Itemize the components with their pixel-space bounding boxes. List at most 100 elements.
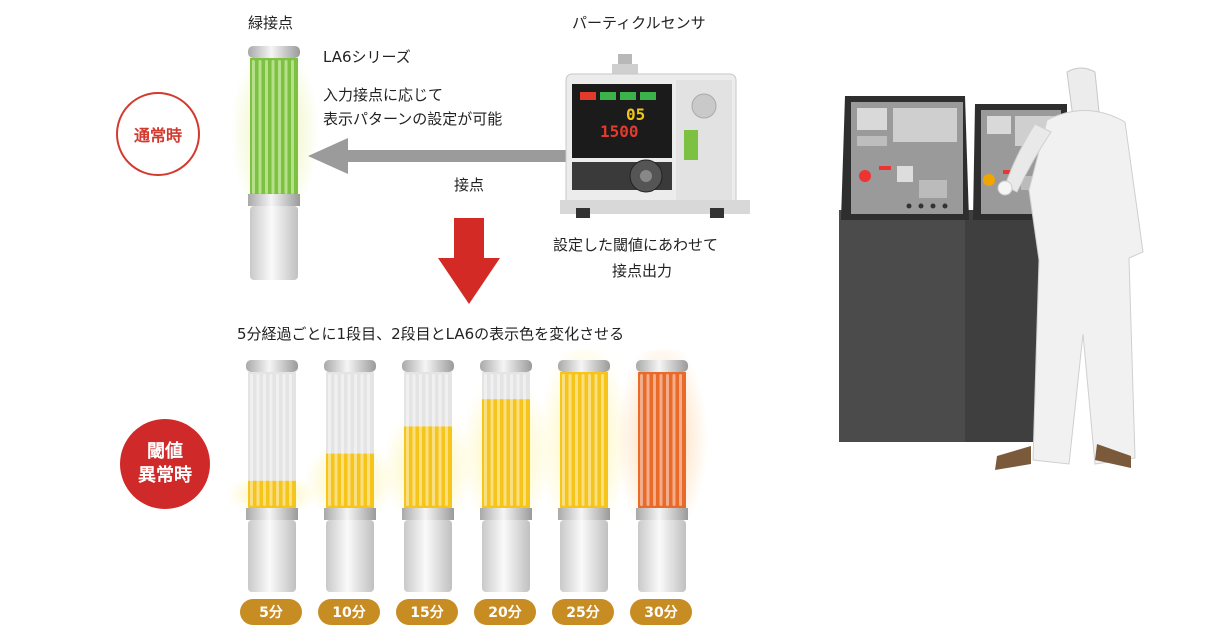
tower-stripe [425,374,429,506]
normal-state-badge: 通常時 [116,92,200,176]
sensor-display-line2: 1500 [600,122,639,141]
tower-stripe [360,374,364,506]
tower-stripe [601,374,604,506]
tower-lit-section [482,399,530,508]
tower-stripe [367,374,370,506]
tower-stripe [568,374,572,506]
tower-stripe [516,374,520,506]
tower-stripe [347,374,351,506]
tower-base-ring [324,508,376,520]
tower-pole [482,520,530,592]
green-tower-stripe [265,60,268,194]
tower-stripe [334,374,338,506]
tower-stripe [276,374,279,506]
contact-arrow-icon [308,138,570,174]
tower-stripe [354,374,357,506]
tower-stripe [328,374,331,506]
tower-lit-section [638,372,686,508]
tower-pole [248,520,296,592]
tower-lit-section [326,453,374,508]
tower-stripe [445,374,448,506]
tower-base-ring [480,508,532,520]
series-description-line1: 入力接点に応じて [323,86,444,104]
tower-stripe [503,374,507,506]
tower-stripe [438,374,442,506]
particle-sensor-label: パーティクルセンサ [572,14,706,32]
timeline-tower [382,360,474,592]
tower-stripe [646,374,650,506]
tower-cap [402,360,454,372]
sequence-caption: 5分経過ごとに1段目、2段目とLA6の表示色を変化させる [237,325,625,343]
tower-stripe [406,374,409,506]
time-pill-10: 10分 [318,599,380,625]
tower-cap [246,360,298,372]
green-tower-stripe [278,60,281,194]
time-pill-5: 5分 [240,599,302,625]
timeline-tower [616,350,708,592]
green-tower-stripe [252,60,255,194]
timeline-tower [460,360,552,592]
green-signal-tower [231,44,319,280]
tower-lit-section [560,372,608,508]
timeline-tower [226,360,318,592]
tower-stripe [490,374,494,506]
sensor-display-line1: 05 [626,105,646,124]
green-tower-stripe [291,60,294,194]
tower-stripe [659,374,663,506]
time-pill-25: 25分 [552,599,614,625]
tower-pole [404,520,452,592]
tower-pole [638,520,686,592]
tower-lit-section [404,426,452,508]
tower-stripe [282,374,286,506]
tower-stripe [256,374,260,506]
tower-stripe [640,374,643,506]
contact-label: 接点 [454,176,485,194]
tower-stripe [432,374,435,506]
tower-stripe [666,374,669,506]
tower-stripe [562,374,565,506]
green-tower-stripe [258,60,262,194]
time-pill-15: 15分 [396,599,458,625]
abnormal-state-badge: 閾値 異常時 [120,419,210,509]
tower-stripe [263,374,266,506]
tower-cap [636,360,688,372]
tower-stripe [672,374,676,506]
series-description-line2: 表示パターンの設定が可能 [323,110,503,128]
tower-stripe [419,374,422,506]
operator-at-control-panel-illustration [839,67,1144,470]
tower-stripe [289,374,292,506]
tower-base-ring [636,508,688,520]
tower-stripe [575,374,578,506]
tower-stripe [653,374,656,506]
tower-stripe [269,374,273,506]
tower-stripe [497,374,500,506]
tower-stripe [510,374,513,506]
tower-cap [324,360,376,372]
tower-base-ring [246,508,298,520]
tower-cap [558,360,610,372]
tower-stripe [341,374,344,506]
time-pill-30: 30分 [630,599,692,625]
timeline-towers [226,350,708,592]
tower-cap [480,360,532,372]
particle-sensor-device [560,54,750,218]
tower-stripe [250,374,253,506]
tower-stripe [594,374,598,506]
tower-stripe [679,374,682,506]
tower-base-ring [402,508,454,520]
timeline-tower [304,360,396,592]
series-name: LA6シリーズ [323,48,411,66]
green-tower-stripe [271,60,275,194]
tower-stripe [523,374,526,506]
tower-stripe [484,374,487,506]
threshold-text-line2: 接点出力 [612,262,673,280]
tower-base-ring [558,508,610,520]
tower-pole [560,520,608,592]
tower-stripe [581,374,585,506]
tower-lit-section [248,480,296,508]
down-arrow-icon [438,218,500,304]
tower-stripe [412,374,416,506]
time-pill-20: 20分 [474,599,536,625]
tower-pole [326,520,374,592]
timeline-tower [538,350,630,592]
